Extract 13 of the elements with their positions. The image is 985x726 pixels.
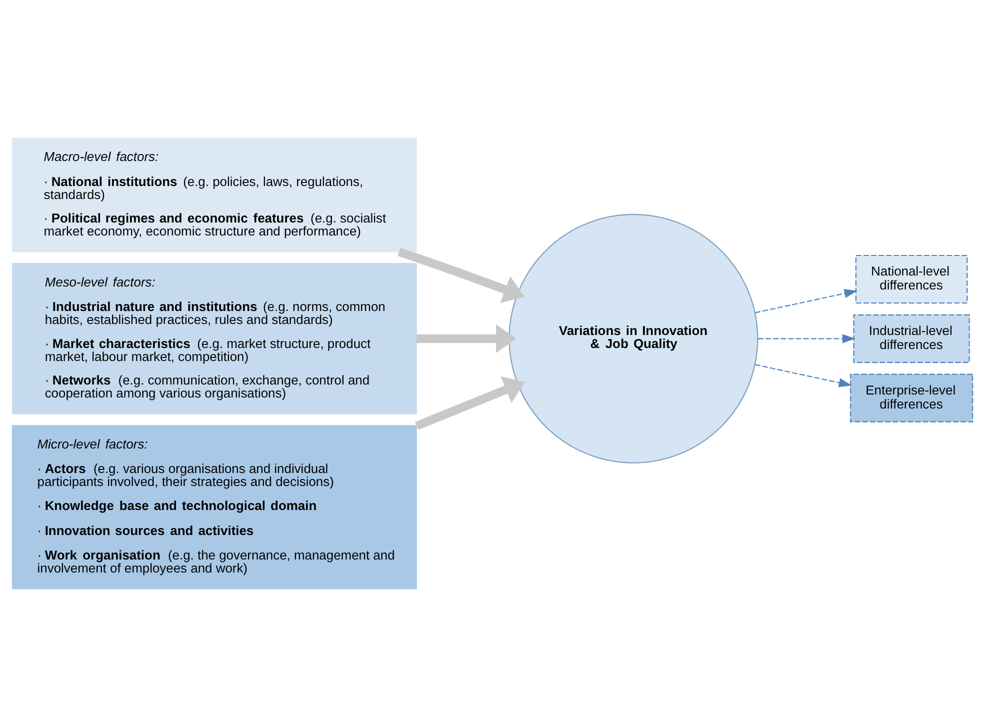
node-box: Macro-level factors: · National institutions (e.g. policies, laws, regulations, standards) · Political regimes and economic features (e.g. socialist market economy, economic structure and performance) — [12, 137, 417, 252]
arrow — [755, 288, 858, 313]
node-box: Meso-level factors: · Industrial nature and institutions (e.g. norms, common habits, established practices, rules and standards) · Market characteristics (e.g. market structure, product market, labour market, competition) · Networks (e.g. communication, exchange, control and cooperation among various organisations) — [12, 262, 417, 414]
arrow — [398, 247, 524, 303]
node-box: Micro-level factors: · Actors (e.g. various organisations and individual participants involved, their strategies and decisions) · Knowledge base and technological domain · Innovation sources and activities · Work organisation (e.g. the governance, management and involvement of employees and work) — [12, 424, 417, 589]
node-circle: Variations in Innovation & Job Quality — [508, 213, 758, 463]
arrow — [755, 364, 852, 387]
arrow — [416, 324, 517, 352]
node-box: National-level differences — [855, 254, 968, 304]
node-box: Enterprise-level differences — [850, 373, 974, 422]
arrow — [758, 334, 856, 343]
node-box: Industrial-level differences — [853, 314, 970, 362]
arrow — [414, 376, 526, 430]
